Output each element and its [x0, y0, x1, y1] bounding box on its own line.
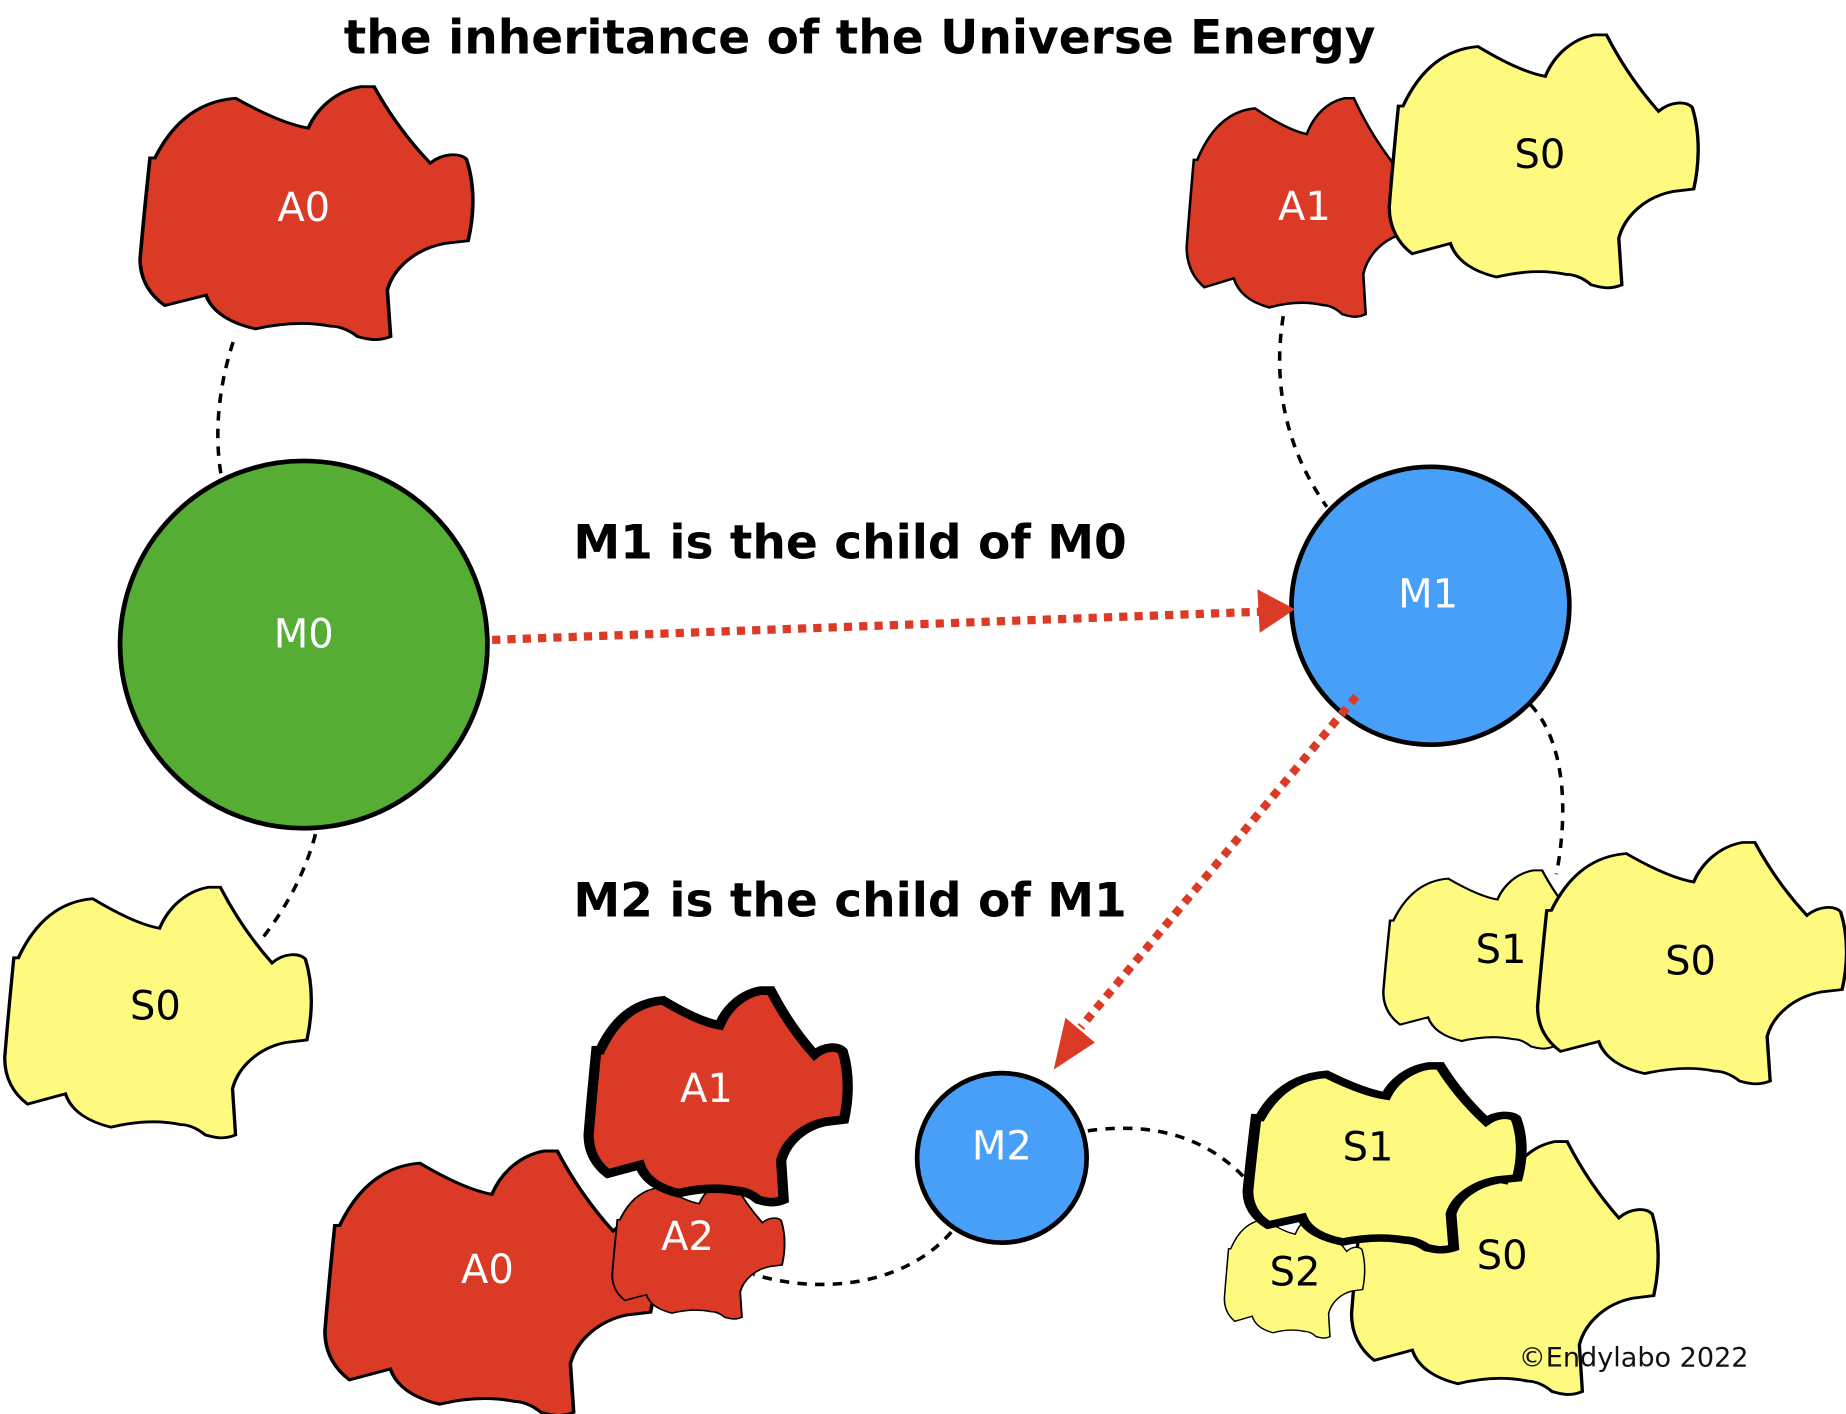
blob-label-m0-s0: S0: [130, 983, 181, 1029]
blob-label-m1-s0: S0: [1514, 132, 1565, 178]
caption-m2-child-of-m1: M2 is the child of M1: [573, 874, 1126, 929]
blob-label-m2-s1: S1: [1343, 1125, 1394, 1171]
tether-lines: [216, 315, 1565, 1287]
tether-m1-s1: [1529, 703, 1565, 875]
node-label-m0: M0: [274, 611, 334, 657]
node-label-m1: M1: [1398, 571, 1458, 617]
blob-label-m2-s0: S0: [1477, 1233, 1528, 1279]
blob-label-m2-a0: A0: [461, 1247, 514, 1293]
tether-m0-s0: [257, 833, 318, 944]
blob-label-m1-s0b: S0: [1665, 939, 1716, 985]
arrow-m1-to-m2: [1053, 693, 1360, 1070]
blob-label-m1-a1: A1: [1278, 184, 1331, 230]
tether-m2-a2: [752, 1230, 953, 1287]
tether-m2-s1: [1087, 1126, 1257, 1191]
node-m0: [117, 458, 490, 831]
blob-label-m0-a0: A0: [277, 185, 330, 231]
arrowhead-m1: [1257, 589, 1296, 633]
blob-label-m2-a1: A1: [680, 1066, 733, 1112]
tether-m1-a1: [1277, 315, 1329, 508]
blob-label-m2-s2: S2: [1270, 1249, 1321, 1295]
arrow-m0-to-m1: [491, 589, 1296, 645]
node-m1: [1289, 464, 1572, 748]
copyright-notice: ©Endylabo 2022: [1519, 1342, 1749, 1373]
arrowhead-m2: [1053, 1017, 1095, 1070]
diagram-title: the inheritance of the Universe Energy: [344, 11, 1376, 66]
node-m2: [914, 1070, 1089, 1246]
blob-label-m1-s1: S1: [1476, 927, 1527, 973]
node-label-m2: M2: [972, 1123, 1032, 1169]
tether-m0-a0: [216, 341, 235, 477]
blob-label-m2-a2: A2: [661, 1214, 714, 1260]
caption-m1-child-of-m0: M1 is the child of M0: [573, 516, 1126, 571]
